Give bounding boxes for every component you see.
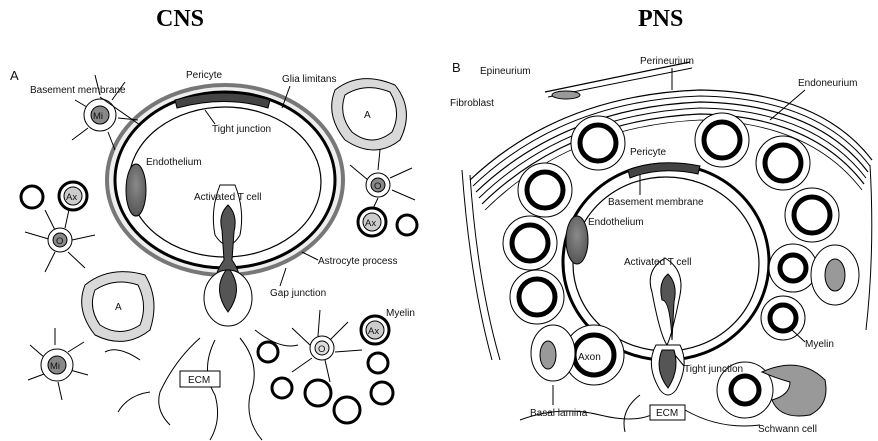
pns-panel-letter: B: [452, 60, 461, 75]
cns-astrocyte-left: A: [82, 272, 154, 342]
cns-gap-junction-label: Gap junction: [270, 288, 326, 299]
pns-endothelium-nucleus: [566, 216, 588, 264]
pns-basement-membrane-label: Basement membrane: [608, 197, 704, 208]
cns-astrocyte-top: A: [332, 79, 407, 150]
pns-axon: [518, 163, 572, 217]
pns-schwann-nucleus: [825, 259, 845, 291]
cns-gap-junction-leader: [280, 268, 286, 286]
cns-endothelium-nucleus: [126, 164, 146, 216]
cns-oligo-left: O: [25, 205, 95, 272]
cns-microglia-top-tag: Mi: [93, 111, 103, 122]
cns-pericyte-label: Pericyte: [186, 70, 223, 81]
cns-axon-right-tag: Ax: [365, 218, 376, 229]
cns-astrocyte-top-tag: A: [364, 110, 371, 121]
cns-microglia-bottom: Mi: [28, 328, 88, 400]
cns-myelin-label: Myelin: [386, 308, 415, 319]
cns-activated-t-cell-label: Activated T cell: [194, 192, 261, 203]
pns-axon: [756, 136, 810, 190]
pns-axon: [785, 188, 839, 242]
pns-fibroblast: [552, 91, 580, 99]
pns-endothelium-label: Endothelium: [588, 217, 644, 228]
pns-basal-lamina-label: Basal lamina: [530, 408, 588, 419]
pns-activated-t-cell-label: Activated T cell: [624, 257, 691, 268]
cns-oligo-left-tag: O: [56, 236, 63, 247]
pns-tight-junction-label: Tight junction: [684, 364, 743, 375]
cns-endothelium-label: Endothelium: [146, 157, 202, 168]
pns-axon: [695, 113, 749, 167]
pns-axon: [510, 270, 564, 324]
cns-basement-membrane-label: Basement membrane: [30, 85, 126, 96]
pns-epineurium-label: Epineurium: [480, 66, 531, 77]
cns-oligo-bottom: O: [292, 310, 362, 382]
pns-pericyte-label: Pericyte: [630, 147, 667, 158]
pns-perineurium-label: Perineurium: [640, 56, 694, 67]
pns-axon: [761, 296, 805, 340]
cns-axon-left-tag: Ax: [66, 192, 77, 203]
cns-microglia-bottom-tag: Mi: [50, 361, 60, 372]
pns-axon: [503, 216, 557, 270]
pns-axon: [769, 244, 817, 292]
cns-ecm-label: ECM: [188, 375, 210, 386]
pns-schwann-nucleus: [540, 341, 556, 369]
pns-myelin-label: Myelin: [805, 339, 834, 350]
cns-axon-bottom-tag: Ax: [368, 326, 379, 337]
pns-fibroblast-label: Fibroblast: [450, 98, 494, 109]
cns-astrocyte-process-label: Astrocyte process: [318, 256, 397, 267]
cns-panel-letter: A: [10, 68, 19, 83]
cns-oligo-right: O: [350, 150, 415, 215]
pns-axon-label: Axon: [578, 352, 601, 363]
cns-tight-junction-label: Tight junction: [212, 124, 271, 135]
cns-astrocyte-process-leader: [302, 252, 318, 260]
cns-astrocyte-left-tag: A: [115, 302, 122, 313]
pns-schwann-cell-label: Schwann cell: [758, 424, 817, 435]
cns-glia-limitans-label: Glia limitans: [282, 74, 336, 85]
cns-panel: A A A: [10, 68, 417, 440]
pns-axon: [571, 116, 625, 170]
pns-ecm-label: ECM: [656, 408, 678, 419]
pns-endoneurium-label: Endoneurium: [798, 78, 857, 89]
pns-panel: B: [450, 56, 872, 435]
cns-oligo-right-tag: O: [374, 181, 381, 192]
cns-oligo-bottom-tag: O: [318, 344, 325, 355]
